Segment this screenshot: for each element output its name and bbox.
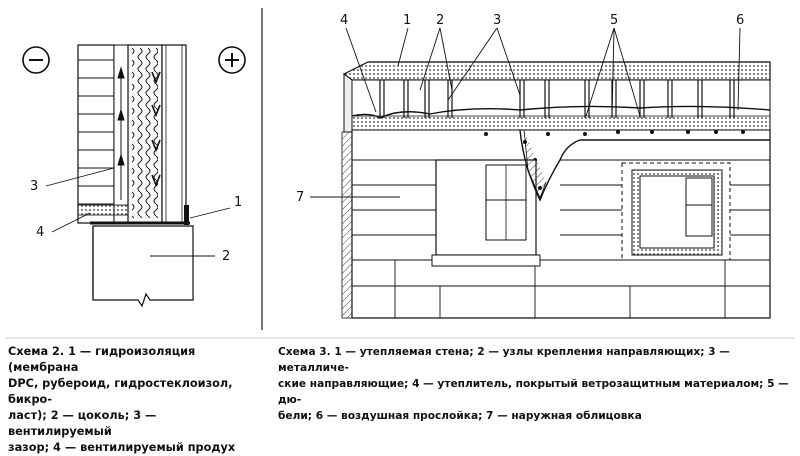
scheme2-caption-line2: DPC, рубероид, гидростеклоизол, бикро- xyxy=(8,377,233,406)
insulation-band xyxy=(351,115,771,131)
cladding-courses xyxy=(352,159,770,318)
v-marks xyxy=(151,71,161,188)
scheme2-caption: Схема 2. 1 — гидроизоляция (мембрана DPC… xyxy=(8,344,258,456)
s2-label-1: 1 xyxy=(234,195,242,210)
scheme2-drawing: 3 4 1 2 xyxy=(22,44,246,308)
scheme3-drawing: 4 1 2 3 5 6 7 xyxy=(296,13,771,319)
s2-label-4: 4 xyxy=(36,225,44,240)
s3-label-3: 3 xyxy=(493,13,501,28)
facade-edge xyxy=(341,131,353,319)
s3-label-6: 6 xyxy=(736,13,744,28)
cladding-layer xyxy=(77,44,115,224)
scheme3-caption-line1: Схема 3. 1 — утепляемая стена; 2 — узлы … xyxy=(278,346,730,374)
right-window-outline xyxy=(621,162,731,261)
scheme3-caption-line3: бели; 6 — воздушная прослойка; 7 — наруж… xyxy=(278,410,642,422)
inner-wall-lines xyxy=(165,45,183,223)
minus-sign xyxy=(22,46,50,74)
scheme2-caption-line4: зазор; 4 — вентилируемый продух xyxy=(8,441,236,454)
scheme2-caption-line3: ласт); 2 — цоколь; 3 — вентилируемый xyxy=(8,409,157,438)
figure: 3 4 1 2 xyxy=(5,8,798,454)
scheme2-leaders xyxy=(45,167,231,257)
wall-top xyxy=(342,61,771,81)
s2-label-2: 2 xyxy=(222,249,230,264)
plus-sign xyxy=(218,46,246,74)
scheme3-caption: Схема 3. 1 — утепляемая стена; 2 — узлы … xyxy=(278,344,798,424)
s3-label-2: 2 xyxy=(436,13,444,28)
cladding-joints xyxy=(78,59,114,205)
scheme3-caption-line2: ские направляющие; 4 — утеплитель, покры… xyxy=(278,378,789,406)
s3-label-5: 5 xyxy=(610,13,618,28)
insulation-pattern xyxy=(132,48,158,218)
vent-inlet xyxy=(77,204,129,216)
scheme2-caption-line1: Схема 2. 1 — гидроизоляция (мембрана xyxy=(8,345,196,374)
diagram-canvas: 3 4 1 2 xyxy=(5,8,795,339)
membrane-upturn xyxy=(184,205,189,225)
airflow-arrows xyxy=(117,66,125,200)
plinth xyxy=(92,225,194,308)
s3-label-7: 7 xyxy=(296,190,304,205)
s3-label-4: 4 xyxy=(340,13,348,28)
s2-label-3: 3 xyxy=(30,179,38,194)
s3-label-1: 1 xyxy=(403,13,411,28)
cutaway-edge xyxy=(519,129,770,202)
scheme3-leaders xyxy=(310,27,741,198)
